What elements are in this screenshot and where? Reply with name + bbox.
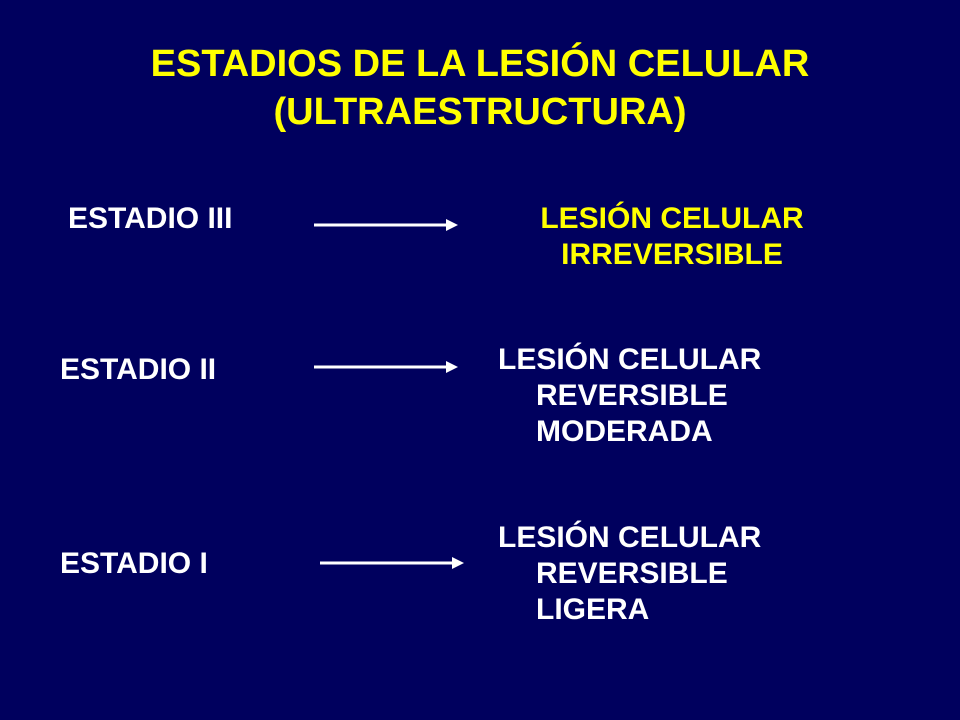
right-arrow-icon xyxy=(314,219,458,231)
result-line: LESIÓN CELULAR xyxy=(540,202,804,235)
result-line: IRREVERSIBLE xyxy=(561,238,783,271)
result-line: MODERADA xyxy=(536,415,713,448)
result-line: LESIÓN CELULAR xyxy=(498,521,762,554)
title-line-2: (ULTRAESTRUCTURA) xyxy=(273,91,687,133)
stage-label-i: ESTADIO I xyxy=(60,547,208,580)
result-reversible-moderada: LESIÓN CELULAR REVERSIBLE MODERADA xyxy=(498,342,761,450)
result-reversible-ligera: LESIÓN CELULAR REVERSIBLE LIGERA xyxy=(498,520,761,628)
result-line: REVERSIBLE xyxy=(536,379,728,412)
stage-label-ii: ESTADIO II xyxy=(60,353,217,386)
result-line: LESIÓN CELULAR xyxy=(498,343,762,376)
result-line: LIGERA xyxy=(536,593,650,626)
slide-title: ESTADIOS DE LA LESIÓN CELULAR (ULTRAESTR… xyxy=(0,40,960,136)
right-arrow-icon xyxy=(314,361,458,373)
result-irreversible: LESIÓN CELULAR IRREVERSIBLE xyxy=(502,201,842,273)
result-line: REVERSIBLE xyxy=(536,557,728,590)
right-arrow-icon xyxy=(320,557,464,569)
title-line-1: ESTADIOS DE LA LESIÓN CELULAR xyxy=(150,43,810,85)
stage-label-iii: ESTADIO III xyxy=(68,202,233,235)
